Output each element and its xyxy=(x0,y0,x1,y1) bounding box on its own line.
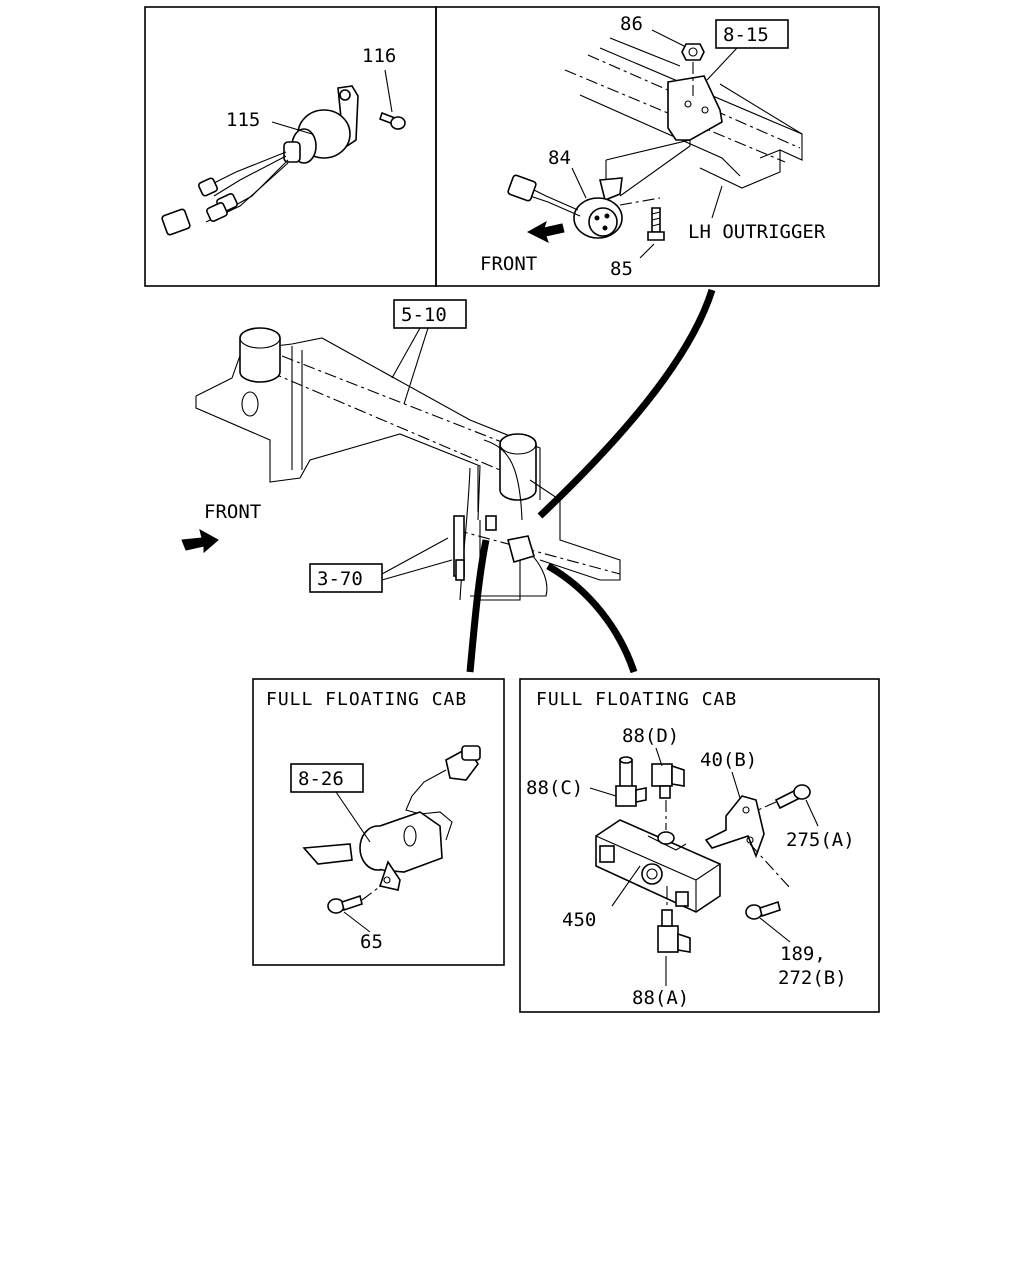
label-8-15: 8-15 xyxy=(723,24,769,46)
label-189: 189, xyxy=(780,943,826,965)
left-tank xyxy=(239,327,281,417)
leader-86 xyxy=(651,29,685,47)
label-5-10: 5-10 xyxy=(401,304,447,326)
ref-box-3-70 xyxy=(309,563,383,593)
fitting-88a xyxy=(657,886,691,953)
label-front-top: FRONT xyxy=(480,253,537,275)
callout-line-bottom-left xyxy=(466,539,490,673)
panel-bottom-right-title: FULL FLOATING CAB xyxy=(536,689,737,710)
label-116: 116 xyxy=(362,45,396,67)
label-3-70: 3-70 xyxy=(317,568,363,590)
leader-3-70-a xyxy=(381,537,449,575)
panel-top-right-frame xyxy=(435,6,880,287)
fitting-88d xyxy=(651,763,685,830)
panel-top-left: 116 115 xyxy=(144,6,437,287)
label-85: 85 xyxy=(610,258,633,280)
label-275a: 275(A) xyxy=(786,829,855,851)
ref-box-8-26 xyxy=(290,763,364,793)
label-272b: 272(B) xyxy=(778,967,847,989)
label-84: 84 xyxy=(548,147,571,169)
leader-85 xyxy=(639,243,655,259)
leader-116 xyxy=(384,69,393,113)
panel-bottom-left-title: FULL FLOATING CAB xyxy=(266,689,467,710)
leader-275a xyxy=(805,799,819,827)
panel-bottom-left: FULL FLOATING CAB 8-26 65 xyxy=(252,678,505,966)
bolt-275a xyxy=(757,784,811,811)
leader-115 xyxy=(271,121,313,135)
bracket-8-15 xyxy=(667,75,723,141)
connector-8-26 xyxy=(405,745,481,841)
ref-box-5-10 xyxy=(393,299,467,329)
nut-86 xyxy=(681,43,705,96)
sensor-3-70 xyxy=(455,559,465,581)
solenoid-valve-115 xyxy=(161,85,359,236)
label-40b: 40(B) xyxy=(700,749,757,771)
leader-8-15 xyxy=(706,47,738,81)
leader-450 xyxy=(611,865,641,907)
label-450: 450 xyxy=(562,909,596,931)
label-86: 86 xyxy=(620,13,643,35)
label-88c: 88(C) xyxy=(526,777,583,799)
main-chassis-view: 5-10 FRONT 3-70 xyxy=(181,288,716,674)
leader-5-10-a xyxy=(391,327,421,379)
leader-189 xyxy=(759,917,791,943)
bracket-40b xyxy=(704,795,791,889)
leader-88c xyxy=(589,787,617,797)
panel-bottom-right: FULL FLOATING CAB xyxy=(519,678,880,1013)
leader-40b xyxy=(731,771,741,799)
leader-84 xyxy=(571,167,587,199)
label-115: 115 xyxy=(226,109,260,131)
callout-line-outrigger xyxy=(537,288,716,519)
leader-8-26 xyxy=(335,791,371,843)
leader-88d xyxy=(655,747,663,767)
bolt-189-272b xyxy=(745,900,781,920)
label-front-main: FRONT xyxy=(204,501,261,523)
fitting-88c xyxy=(615,756,647,807)
valve-block-450 xyxy=(595,819,721,913)
leader-5-10-b xyxy=(403,327,429,405)
small-valve xyxy=(485,515,497,531)
ref-box-8-15 xyxy=(715,19,789,49)
leader-3-70-b xyxy=(381,559,453,581)
arrow-front-icon xyxy=(526,220,565,243)
leader-65 xyxy=(343,911,371,933)
bolt-65 xyxy=(327,887,379,914)
label-88d: 88(D) xyxy=(622,725,679,747)
panel-bottom-left-frame xyxy=(252,678,505,966)
callout-line-bottom-right xyxy=(546,562,638,674)
valve-block xyxy=(507,535,535,564)
valve-body-8-26 xyxy=(302,811,443,891)
label-65: 65 xyxy=(360,931,383,953)
arrow-front-icon xyxy=(181,529,219,554)
label-8-26: 8-26 xyxy=(298,768,344,790)
panel-bottom-right-frame xyxy=(519,678,880,1013)
leader-outrigger xyxy=(711,185,723,219)
label-lh-outrigger: LH OUTRIGGER xyxy=(688,221,826,243)
label-88a: 88(A) xyxy=(632,987,689,1009)
bolt-85 xyxy=(647,207,665,241)
panel-top-right: 86 8-15 84 85 FRONT LH OUTRIGGER xyxy=(435,6,880,287)
bolt-116 xyxy=(378,111,406,130)
right-tank xyxy=(499,433,537,501)
sensor-84 xyxy=(507,139,691,239)
